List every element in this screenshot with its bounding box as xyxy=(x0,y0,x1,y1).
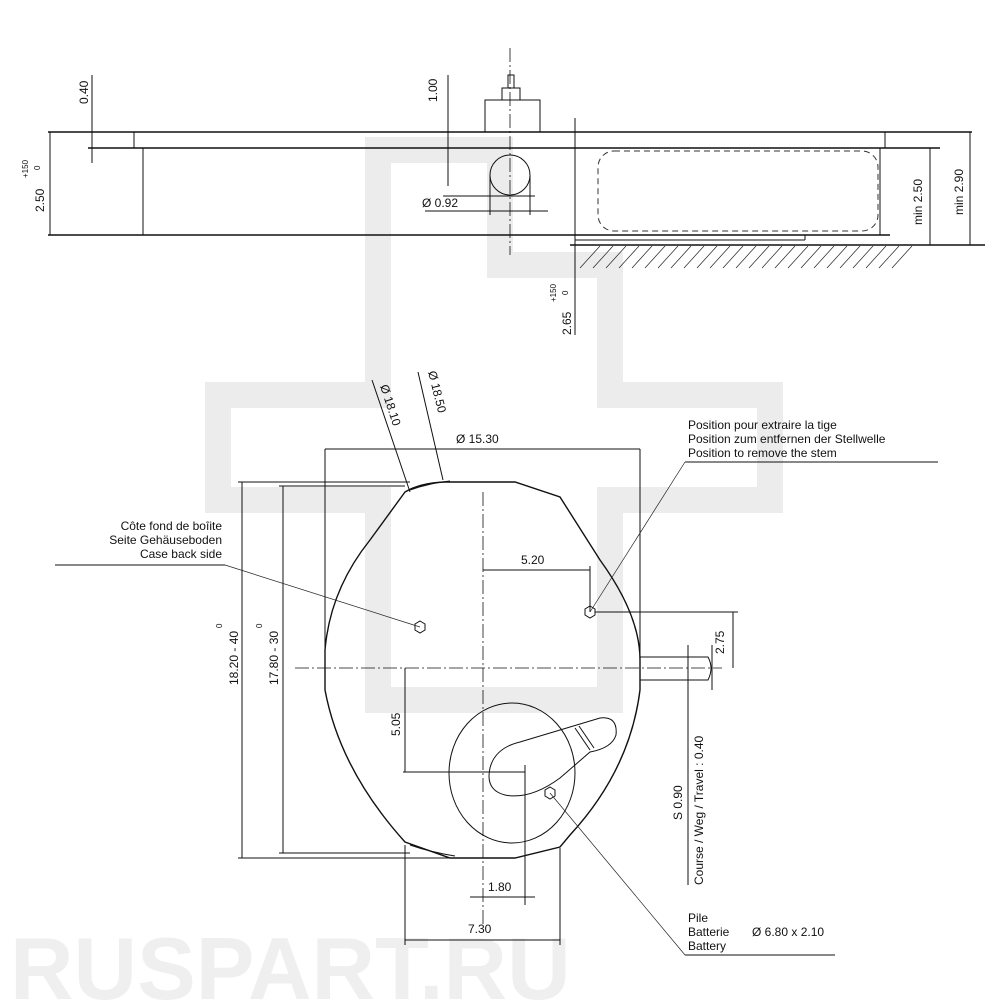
top-view: Ø 15.30 18.20 - 40 0 17.80 - 30 0 Ø 18.1… xyxy=(55,369,938,956)
dim-2-75: 2.75 xyxy=(713,630,727,654)
dim-18-20: 18.20 - 40 xyxy=(227,631,241,685)
crown xyxy=(484,99,541,133)
battery-label-en: Battery xyxy=(688,939,726,953)
battery-marker xyxy=(544,786,556,800)
dim-0-92: Ø 0.92 xyxy=(422,196,458,210)
caseback-label-de: Seite Gehäuseboden xyxy=(109,533,222,547)
tol-zero-2: 0 xyxy=(561,290,570,295)
stem xyxy=(640,656,712,681)
stem-label-de: Position zum entfernen der Stellwelle xyxy=(688,432,886,446)
battery-callout: Pile Batterie Battery Ø 6.80 x 2.10 xyxy=(549,792,835,956)
dim-5-20: 5.20 xyxy=(521,553,545,567)
battery-lever xyxy=(488,717,617,797)
caseback-label-fr: Côte fond de boîite xyxy=(121,519,223,533)
caseback-callout: Côte fond de boîite Seite Gehäuseboden C… xyxy=(55,519,421,628)
dim-0-40: 0.40 xyxy=(77,80,91,104)
travel-label: Course / Weg / Travel : 0.40 xyxy=(692,735,706,885)
tol-plus: +150 xyxy=(21,159,30,178)
movement-outline xyxy=(324,481,641,859)
tol-zero-18-20: 0 xyxy=(215,623,224,628)
battery-circle xyxy=(448,702,576,844)
watermark: RUSPART.RU xyxy=(10,137,783,1000)
battery-outline xyxy=(597,150,879,232)
tol-plus-2: +150 xyxy=(549,283,558,302)
battery-size: Ø 6.80 x 2.10 xyxy=(752,925,824,939)
ground-hatching xyxy=(579,245,913,269)
dim-17-80: 17.80 - 30 xyxy=(267,631,281,685)
stem-label-en: Position to remove the stem xyxy=(688,446,837,460)
caseback-label-en: Case back side xyxy=(140,547,222,561)
dim-1-80: 1.80 xyxy=(488,880,512,894)
dim-18-50: Ø 18.50 xyxy=(425,369,449,414)
dim-2-50: 2.50 xyxy=(33,188,47,212)
dim-5-05: 5.05 xyxy=(389,712,403,736)
dim-min-2-90: min 2.90 xyxy=(952,169,966,215)
dim-min-2-50: min 2.50 xyxy=(911,179,925,225)
stem-marker xyxy=(584,605,596,619)
side-view: Ø 0.92 1.00 0.40 2.50 +150 0 2.65 +150 0… xyxy=(21,48,985,335)
tol-zero-17-80: 0 xyxy=(255,623,264,628)
stem-label-fr: Position pour extraire la tige xyxy=(688,418,837,432)
battery-label-de: Batterie xyxy=(688,925,730,939)
dim-2-65: 2.65 xyxy=(560,311,574,335)
stem-callout: Position pour extraire la tige Position … xyxy=(589,418,938,613)
tol-zero: 0 xyxy=(33,165,42,170)
dim-15-30: Ø 15.30 xyxy=(456,432,499,446)
dim-7-30: 7.30 xyxy=(468,922,492,936)
dim-s-0-90: S 0.90 xyxy=(671,785,685,820)
caseback-marker xyxy=(414,620,426,634)
battery-label-fr: Pile xyxy=(688,911,708,925)
dim-1-00: 1.00 xyxy=(426,78,440,102)
watermark-text: RUSPART.RU xyxy=(10,919,571,1000)
